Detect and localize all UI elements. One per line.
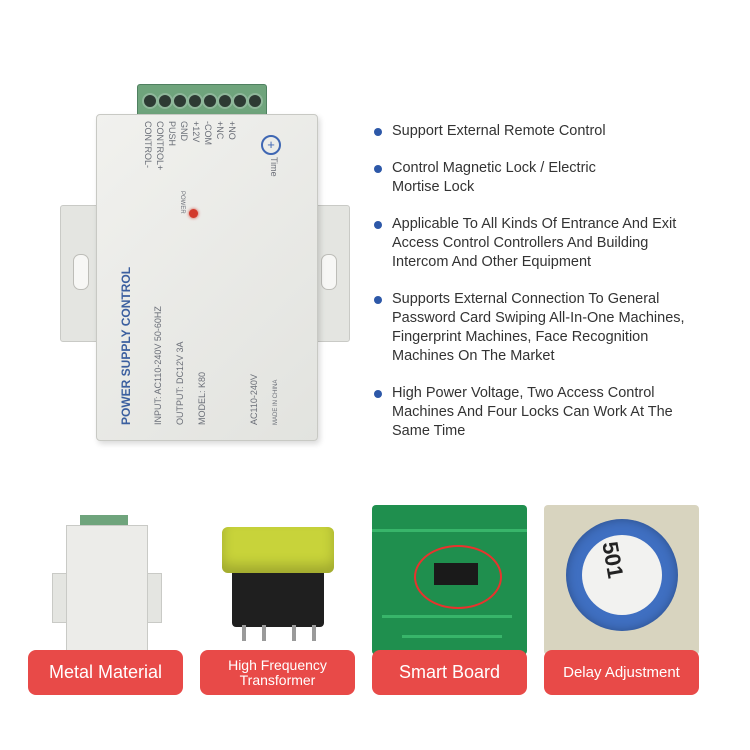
terminal-label: PUSH bbox=[167, 121, 177, 147]
tile-smart-board: Smart Board bbox=[372, 505, 527, 695]
input-spec: INPUT: AC110-240V 50-60HZ bbox=[153, 306, 163, 425]
bullet-icon bbox=[374, 165, 382, 173]
model-label: MODEL: K80 bbox=[197, 371, 207, 425]
feature-item: Control Magnetic Lock / Electric Mortise… bbox=[374, 159, 642, 197]
bullet-icon bbox=[374, 296, 382, 304]
product-image: CONTROL- CONTROL+ PUSH GND +12V -COM +NC… bbox=[60, 80, 350, 450]
metal-device-image bbox=[28, 505, 183, 655]
terminal-label: GND bbox=[179, 121, 189, 141]
bullet-icon bbox=[374, 390, 382, 398]
device-body: CONTROL- CONTROL+ PUSH GND +12V -COM +NC… bbox=[96, 114, 318, 441]
tile-label: Smart Board bbox=[372, 650, 527, 695]
terminal-label: +12V bbox=[191, 121, 201, 143]
feature-list: Support External Remote Control Control … bbox=[374, 122, 704, 441]
power-label: POWER bbox=[179, 191, 185, 214]
potentiometer-image: 501 bbox=[544, 505, 699, 655]
time-label: Time bbox=[269, 157, 279, 177]
feature-item: High Power Voltage, Two Access Control M… bbox=[374, 384, 704, 441]
voltage-label: AC110-240V bbox=[249, 374, 259, 425]
terminal-label: CONTROL- bbox=[143, 121, 153, 168]
terminal-label: -COM bbox=[203, 121, 213, 145]
pcb-image bbox=[372, 505, 527, 655]
feature-item: Supports External Connection To General … bbox=[374, 290, 704, 366]
mounting-bracket-left bbox=[60, 205, 102, 342]
output-spec: OUTPUT: DC12V 3A bbox=[175, 341, 185, 425]
terminal-label: +NC bbox=[215, 121, 225, 140]
tile-label: Metal Material bbox=[28, 650, 183, 695]
time-adjust-icon: + bbox=[261, 135, 281, 155]
origin-label: MADE IN CHINA bbox=[273, 379, 279, 425]
bullet-icon bbox=[374, 128, 382, 136]
mounting-bracket-right bbox=[308, 205, 350, 342]
product-title: POWER SUPPLY CONTROL bbox=[119, 266, 133, 425]
transformer-image bbox=[200, 505, 355, 655]
bullet-icon bbox=[374, 221, 382, 229]
terminal-label: CONTROL+ bbox=[155, 121, 165, 171]
tile-label: Delay Adjustment bbox=[544, 650, 699, 695]
feature-item: Applicable To All Kinds Of Entrance And … bbox=[374, 215, 704, 272]
power-led bbox=[189, 209, 198, 218]
terminal-label: +NO bbox=[227, 121, 237, 140]
tile-metal-material: Metal Material bbox=[28, 505, 183, 695]
tile-delay-adjustment: 501 Delay Adjustment bbox=[544, 505, 699, 695]
feature-item: Support External Remote Control bbox=[374, 122, 704, 141]
